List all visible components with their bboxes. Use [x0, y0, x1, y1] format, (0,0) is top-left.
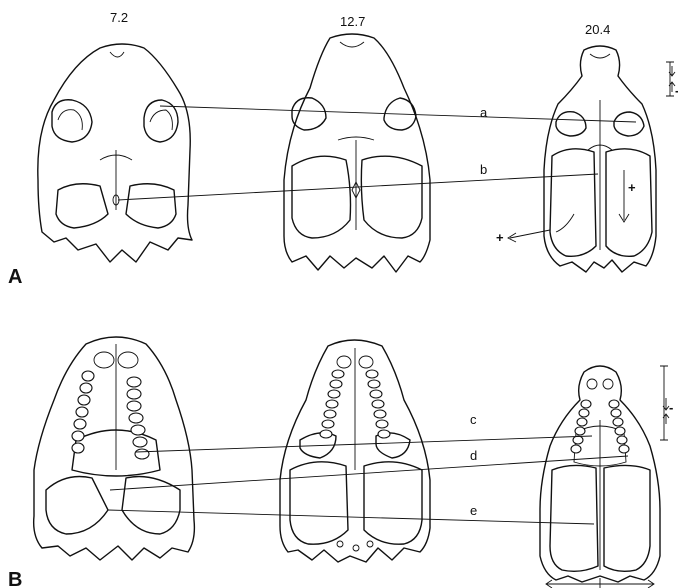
- skull-dorsal-12-7: [284, 34, 430, 272]
- panel-label-a: A: [8, 266, 22, 288]
- stage-label-12-7: 12.7: [340, 14, 365, 29]
- skull-ventral-12-7: [280, 340, 430, 562]
- tooth-row-20-4-left: [571, 400, 591, 453]
- landmark-line-a: [160, 106, 636, 122]
- landmark-line-b: [118, 174, 598, 200]
- growth-symbol-minus-b: -: [669, 400, 673, 415]
- landmark-label-e: e: [470, 503, 477, 518]
- growth-markers-b: -: [546, 366, 673, 588]
- skull-ventral-7-2: [34, 337, 195, 560]
- skull-dorsal-20-4: [544, 46, 656, 272]
- tooth-row-12-7-right: [366, 370, 390, 438]
- panel-label-b: B: [8, 569, 22, 588]
- landmark-line-d: [110, 456, 628, 490]
- tooth-row-7-2-left: [72, 371, 94, 453]
- landmark-line-c: [136, 436, 592, 452]
- tooth-row-7-2-right: [127, 377, 149, 459]
- stage-label-7-2: 7.2: [110, 10, 128, 25]
- skull-ventral-20-4: [540, 366, 660, 582]
- growth-markers-a: - + +: [496, 62, 678, 245]
- growth-symbol-plus-a1: +: [628, 180, 636, 195]
- tooth-row-12-7-left: [320, 370, 344, 438]
- landmark-label-c: c: [470, 412, 477, 427]
- tooth-row-20-4-right: [609, 400, 629, 453]
- landmark-line-e: [108, 510, 594, 524]
- growth-symbol-plus-a2: +: [496, 230, 504, 245]
- skull-dorsal-7-2: [38, 44, 192, 262]
- landmark-label-b: b: [480, 162, 487, 177]
- landmark-label-a: a: [480, 105, 488, 120]
- stage-label-20-4: 20.4: [585, 22, 610, 37]
- landmark-label-d: d: [470, 448, 477, 463]
